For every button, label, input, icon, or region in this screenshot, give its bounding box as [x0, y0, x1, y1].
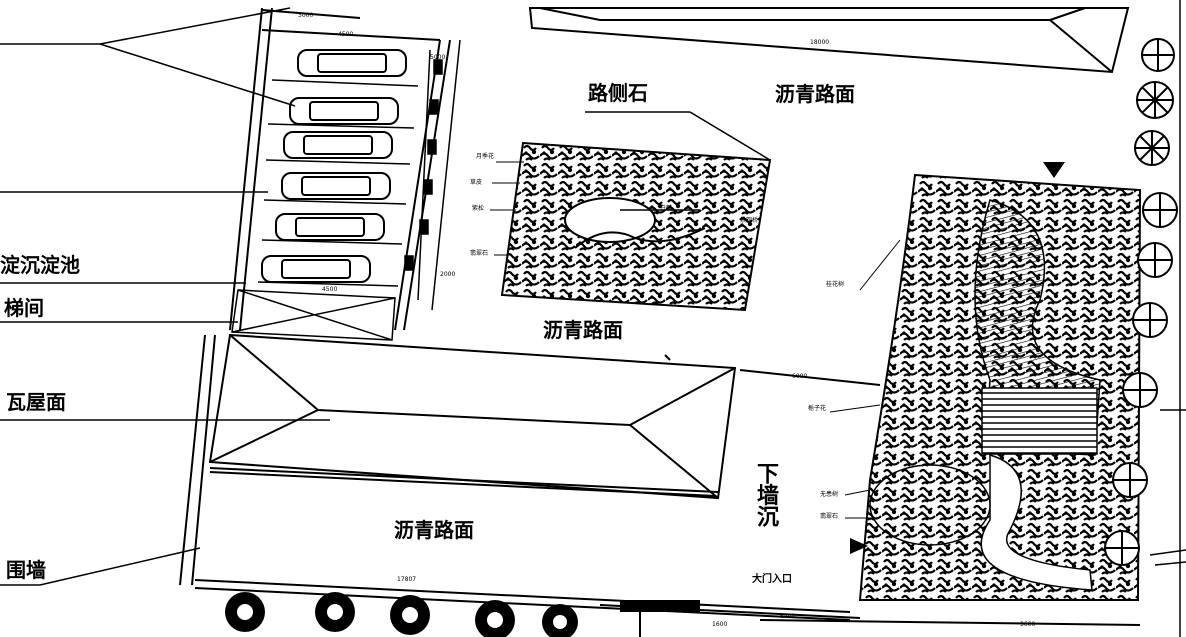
- plant-leaders: [490, 161, 901, 519]
- dimension-label: 6000: [792, 373, 808, 380]
- dimension-label: 4500: [322, 286, 338, 293]
- dimension-label: 4500: [338, 31, 354, 38]
- plant-label: 栀子花: [808, 405, 827, 412]
- main-entrance-label: 大门入口: [752, 574, 792, 585]
- curb-stone-label: 路侧石: [588, 81, 648, 105]
- car: [261, 49, 407, 283]
- plant-label: 景观桥: [740, 217, 759, 224]
- plant-label: 无患树: [820, 491, 839, 498]
- plant-label: 白鹤: [660, 205, 673, 212]
- plant-label: 草皮: [470, 179, 483, 186]
- parking-lot: [257, 49, 419, 287]
- asphalt-label-bottom: 沥青路面: [394, 518, 474, 542]
- garden-square: [500, 141, 772, 312]
- dimension-label: 18000: [810, 39, 830, 46]
- stairwell-label: 梯间: [4, 296, 44, 320]
- leader-curb-stone: [585, 111, 771, 161]
- dimension-label: 6400: [780, 613, 796, 620]
- bottom-shrubs: [225, 592, 700, 637]
- tree-symbols: [1104, 38, 1178, 566]
- main-building-roof: [208, 333, 737, 500]
- vertical-text: 下 墙 沉: [753, 462, 779, 524]
- plant-label: 翡翠石: [820, 513, 839, 520]
- asphalt-label-top: 沥青路面: [775, 82, 855, 106]
- plant-label: 月季花: [476, 153, 495, 160]
- dimension-label: 17807: [397, 576, 417, 583]
- asphalt-label-middle: 沥青路面: [543, 318, 623, 342]
- dimension-label: 1600: [712, 621, 728, 628]
- lower-site: [179, 334, 881, 621]
- stairwell-box: [231, 289, 396, 341]
- sedimentation-tank-label: 淀沉淀池: [0, 253, 80, 277]
- entrance-gate: [599, 599, 1141, 637]
- dimension-label: 2000: [440, 271, 456, 278]
- dimension-lines: [404, 39, 461, 311]
- plant-label: 紫松: [472, 205, 485, 212]
- right-garden: [850, 162, 1142, 601]
- enclosure-wall-label: 围墙: [6, 558, 46, 582]
- top-building-roof: [528, 7, 1130, 74]
- plant-label: 翡翠石: [470, 250, 489, 257]
- left-leaders: [0, 7, 330, 586]
- tile-roof-label: 瓦屋面: [6, 390, 66, 414]
- plant-label: 桂花树: [826, 281, 845, 288]
- dimension-label: 5000: [430, 54, 446, 61]
- dimension-label: 3000: [298, 12, 314, 19]
- dimension-label: 3600: [1020, 621, 1036, 628]
- right-edge-lines: [1149, 0, 1186, 637]
